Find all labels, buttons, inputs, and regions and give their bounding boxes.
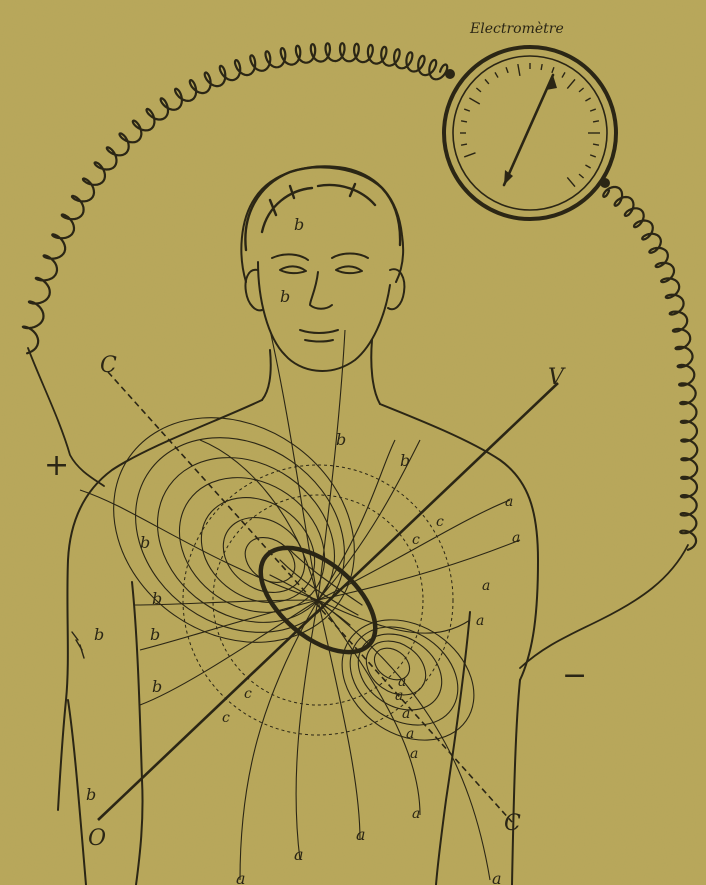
label-b: b <box>336 430 346 449</box>
label-a: a <box>482 578 490 594</box>
label-b: b <box>150 625 160 644</box>
label-a: a <box>512 530 520 546</box>
label-a: a <box>236 869 246 885</box>
label-a: a <box>406 726 414 742</box>
label-b: b <box>400 451 410 470</box>
label-b: b <box>140 533 150 552</box>
label-a: a <box>412 806 420 822</box>
label-a: a <box>476 613 484 629</box>
terminal-right <box>600 178 610 188</box>
axis-c-start-label: C <box>100 353 117 378</box>
label-b: b <box>94 625 104 644</box>
label-c: c <box>412 532 420 548</box>
label-a: a <box>402 706 410 722</box>
axis-c-end-label: C <box>504 811 521 836</box>
negative-pole-label: − <box>562 658 587 693</box>
label-a: a <box>356 825 366 844</box>
label-a: a <box>398 674 406 690</box>
label-b: b <box>294 215 304 234</box>
axis-v-label: V <box>548 365 566 390</box>
label-c: c <box>244 686 252 702</box>
label-a: a <box>492 869 502 885</box>
label-a: a <box>395 688 403 704</box>
label-b: b <box>152 589 162 608</box>
label-c: c <box>436 514 444 530</box>
positive-pole-label: + <box>44 448 69 483</box>
label-b: b <box>152 677 162 696</box>
label-b: b <box>86 785 96 804</box>
axis-o-label: O <box>88 826 106 851</box>
electrometer-label: Electromètre <box>469 21 564 37</box>
label-c: c <box>222 710 230 726</box>
label-a: a <box>294 845 304 864</box>
label-a: a <box>505 494 513 510</box>
label-b: b <box>280 287 290 306</box>
label-a: a <box>410 746 418 762</box>
